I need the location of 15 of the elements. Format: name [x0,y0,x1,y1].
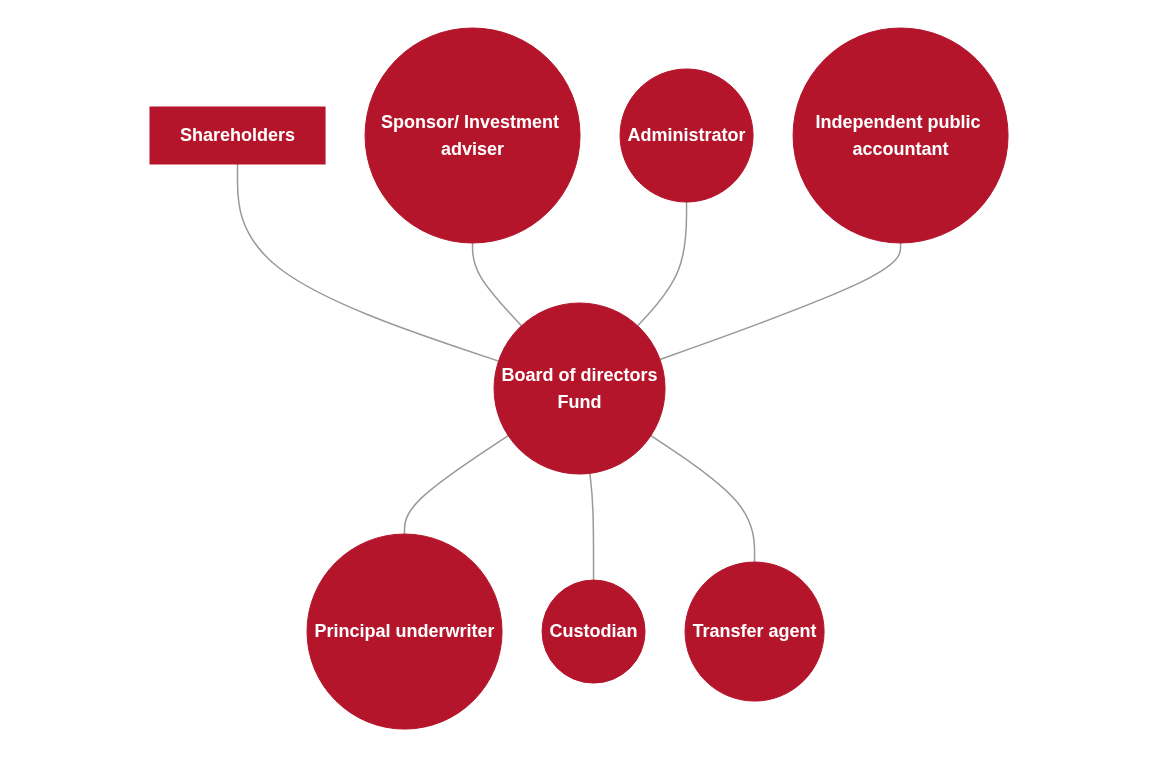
node-circle: Sponsor/ Investment adviser [364,27,581,244]
connector [236,163,500,362]
node-circle: Independent public accountant [792,27,1009,244]
connector [659,242,902,361]
connector [636,201,688,327]
node-box: Shareholders [149,106,326,165]
connector [650,434,756,563]
node-circle: Custodian [541,579,646,684]
node-circle: Principal underwriter [306,533,503,730]
node-circle: Transfer agent [684,561,825,702]
node-circle: Administrator [619,68,754,203]
connector [471,242,523,327]
node-circle: Board of directors Fund [493,302,666,475]
connector [589,472,595,581]
connector [403,434,509,535]
